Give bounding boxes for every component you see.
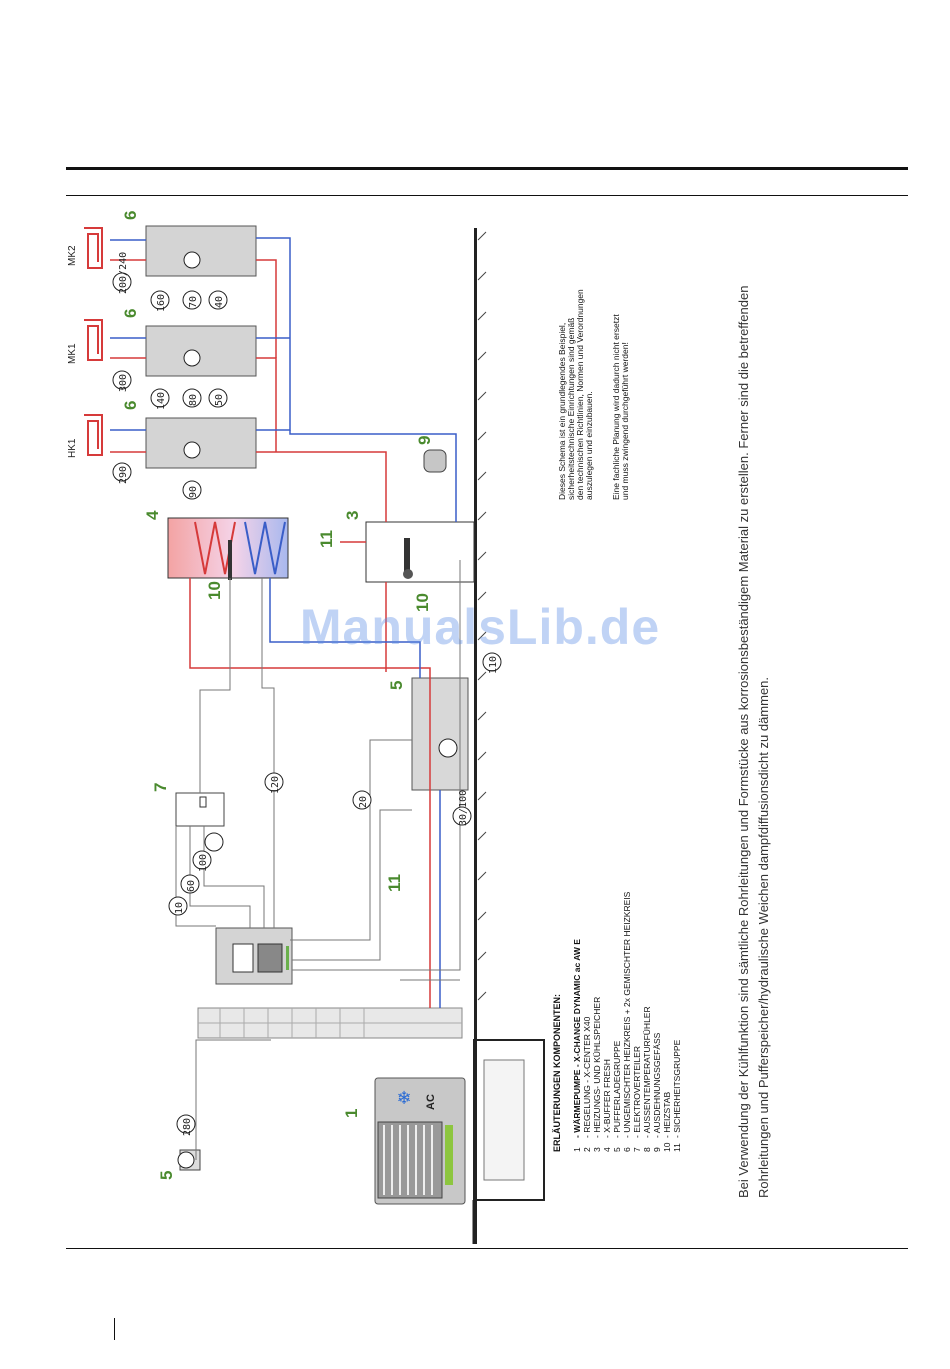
cable-60: 60 [186,880,197,892]
svg-text:- AUSSENTEMPERATURFÜHLER: - AUSSENTEMPERATURFÜHLER [642,1006,652,1138]
num-hc-mk1: 6 [121,309,140,318]
component-legend: ERLÄUTERUNGEN KOMPONENTEN: 1 - WÄRMEPUMPE… [552,891,682,1152]
svg-text:- HEIZUNGS- UND KÜHLSPEICHER: - HEIZUNGS- UND KÜHLSPEICHER [592,997,602,1138]
num-hc-mk2: 6 [121,211,140,220]
svg-text:den technischen Richtlinien, N: den technischen Richtlinien, Normen und … [575,289,585,500]
svg-text:3: 3 [592,1147,602,1152]
page-marker [114,1318,115,1340]
label-ac: AC [425,1094,437,1110]
svg-text:8: 8 [642,1147,652,1152]
cable-120: 120 [270,776,281,794]
svg-text:- PUFFERLADEGRUPPE: - PUFFERLADEGRUPPE [612,1040,622,1138]
header-rule-thin [66,195,908,196]
cable-90: 90 [188,486,199,498]
svg-text:- AUSDEHNUNGSGEFÄSS: - AUSDEHNUNGSGEFÄSS [652,1032,662,1138]
num-safety-1: 11 [317,530,336,548]
num-buffer: 3 [343,511,362,520]
label-mk2: MK2 [67,245,78,266]
svg-text:5: 5 [612,1147,622,1152]
cable-30-100: 30/100 [458,790,469,826]
svg-text:- ELEKTROVERTEILER: - ELEKTROVERTEILER [632,1046,642,1138]
num-cold-storage: 4 [143,510,162,520]
cable-80: 80 [188,394,199,406]
svg-text:und muss zwingend durchgeführt: und muss zwingend durchgeführt werden! [620,342,630,500]
svg-text:Rohrleitungen und Pufferspeich: Rohrleitungen und Pufferspeicher/hydraul… [756,677,771,1198]
cable-110: 110 [488,656,499,674]
cable-160: 280 [182,1118,193,1136]
outdoor-sensor [177,1149,201,1171]
heating-circuit-mk1 [145,325,257,377]
cable-280: 290 [118,466,129,484]
svg-text:Dieses Schema ist ein grundleg: Dieses Schema ist ein grundlegendes Beis… [557,323,567,500]
num-heating-rod-2: 10 [413,593,432,612]
num-distributor: 7 [151,783,170,792]
heat-pump-unit: ❄ [374,1077,466,1205]
controller-x-center [215,927,293,985]
cable-markers [112,272,502,1134]
svg-text:Eine fachliche Planung wird da: Eine fachliche Planung wird dadurch nich… [611,314,621,500]
num-safety-2: 11 [385,874,404,892]
svg-text:6: 6 [622,1147,632,1152]
svg-text:- REGELUNG - X-CENTER X40: - REGELUNG - X-CENTER X40 [582,1016,592,1138]
snowflake-icon: ❄ [396,1088,411,1109]
header-rule-thick [66,167,908,170]
cable-140: 160 [156,294,167,312]
num-hc-hk1: 6 [121,401,140,410]
svg-text:- HEIZSTAB: - HEIZSTAB [662,1092,672,1138]
return-pipes [110,237,457,1008]
svg-text:- WÄRMEPUMPE - X-CHANGE DYNAMI: - WÄRMEPUMPE - X-CHANGE DYNAMIC ac AW E [572,939,582,1138]
cold-storage-tank [167,517,289,580]
watermark: ManualsLib.de [299,599,661,655]
svg-text:7: 7 [632,1147,642,1152]
cable-40: 40 [214,296,225,308]
floor-heating-coils [84,227,103,456]
supply-pipes [110,259,431,1008]
buffer-loader-group [411,677,469,791]
svg-text:sicherheitstechnische Einricht: sicherheitstechnische Einrichtungen sind… [566,318,576,500]
label-hk1: HK1 [67,438,78,458]
electric-distributor [175,792,225,827]
cable-300: 200/240 [118,252,129,294]
expansion-vessel [423,449,447,473]
svg-text:2: 2 [582,1147,592,1152]
heating-circuit-mk2 [145,225,257,277]
cable-marker-texts: 290 300 200/240 160 140 70 80 90 40 50 1… [118,252,499,1136]
label-mk1: MK1 [67,343,78,364]
num-loader-group: 5 [387,681,406,690]
svg-text:4: 4 [602,1147,612,1152]
svg-text:10: 10 [662,1142,672,1152]
buffer-tank [365,521,475,583]
cable-50: 50 [214,394,225,406]
heating-circuit-hk1 [145,417,257,469]
footnote: Bei Verwendung der Kühlfunktion sind säm… [736,286,771,1198]
cable-20: 20 [358,796,369,808]
ground-line [472,228,545,1244]
num-expansion: 9 [415,436,434,445]
component-numbers: 1 3 4 5 5 6 6 6 7 9 10 10 11 11 [121,211,434,1180]
svg-text:- SICHERHEITSGRUPPE: - SICHERHEITSGRUPPE [672,1039,682,1138]
wall-duct [197,1007,463,1039]
cable-130: 140 [156,392,167,410]
svg-text:1: 1 [572,1147,582,1152]
svg-text:- X-BUFFER FRESH: - X-BUFFER FRESH [602,1059,612,1138]
svg-text:9: 9 [652,1147,662,1152]
cable-10: 10 [174,902,185,914]
svg-text:auszulegen und einzubauen.: auszulegen und einzubauen. [584,391,594,500]
safety-note: Dieses Schema ist ein grundlegendes Beis… [557,289,630,500]
num-outdoor: 5 [157,1171,176,1180]
cable-290: 300 [118,374,129,392]
num-heating-rod-1: 10 [205,581,224,600]
svg-text:ERLÄUTERUNGEN KOMPONENTEN:: ERLÄUTERUNGEN KOMPONENTEN: [552,994,562,1152]
footer-rule [66,1248,908,1249]
cable-100: 100 [198,854,209,872]
cable-70: 70 [188,296,199,308]
svg-text:Bei Verwendung der Kühlfunktio: Bei Verwendung der Kühlfunktion sind säm… [736,286,751,1198]
svg-text:11: 11 [672,1143,682,1152]
svg-text:- UNGEMISCHTER HEIZKREIS + 2x: - UNGEMISCHTER HEIZKREIS + 2x GEMISCHTER… [622,891,632,1138]
num-heat-pump: 1 [342,1109,361,1118]
circuit-labels: HK1 MK1 MK2 [67,245,78,458]
